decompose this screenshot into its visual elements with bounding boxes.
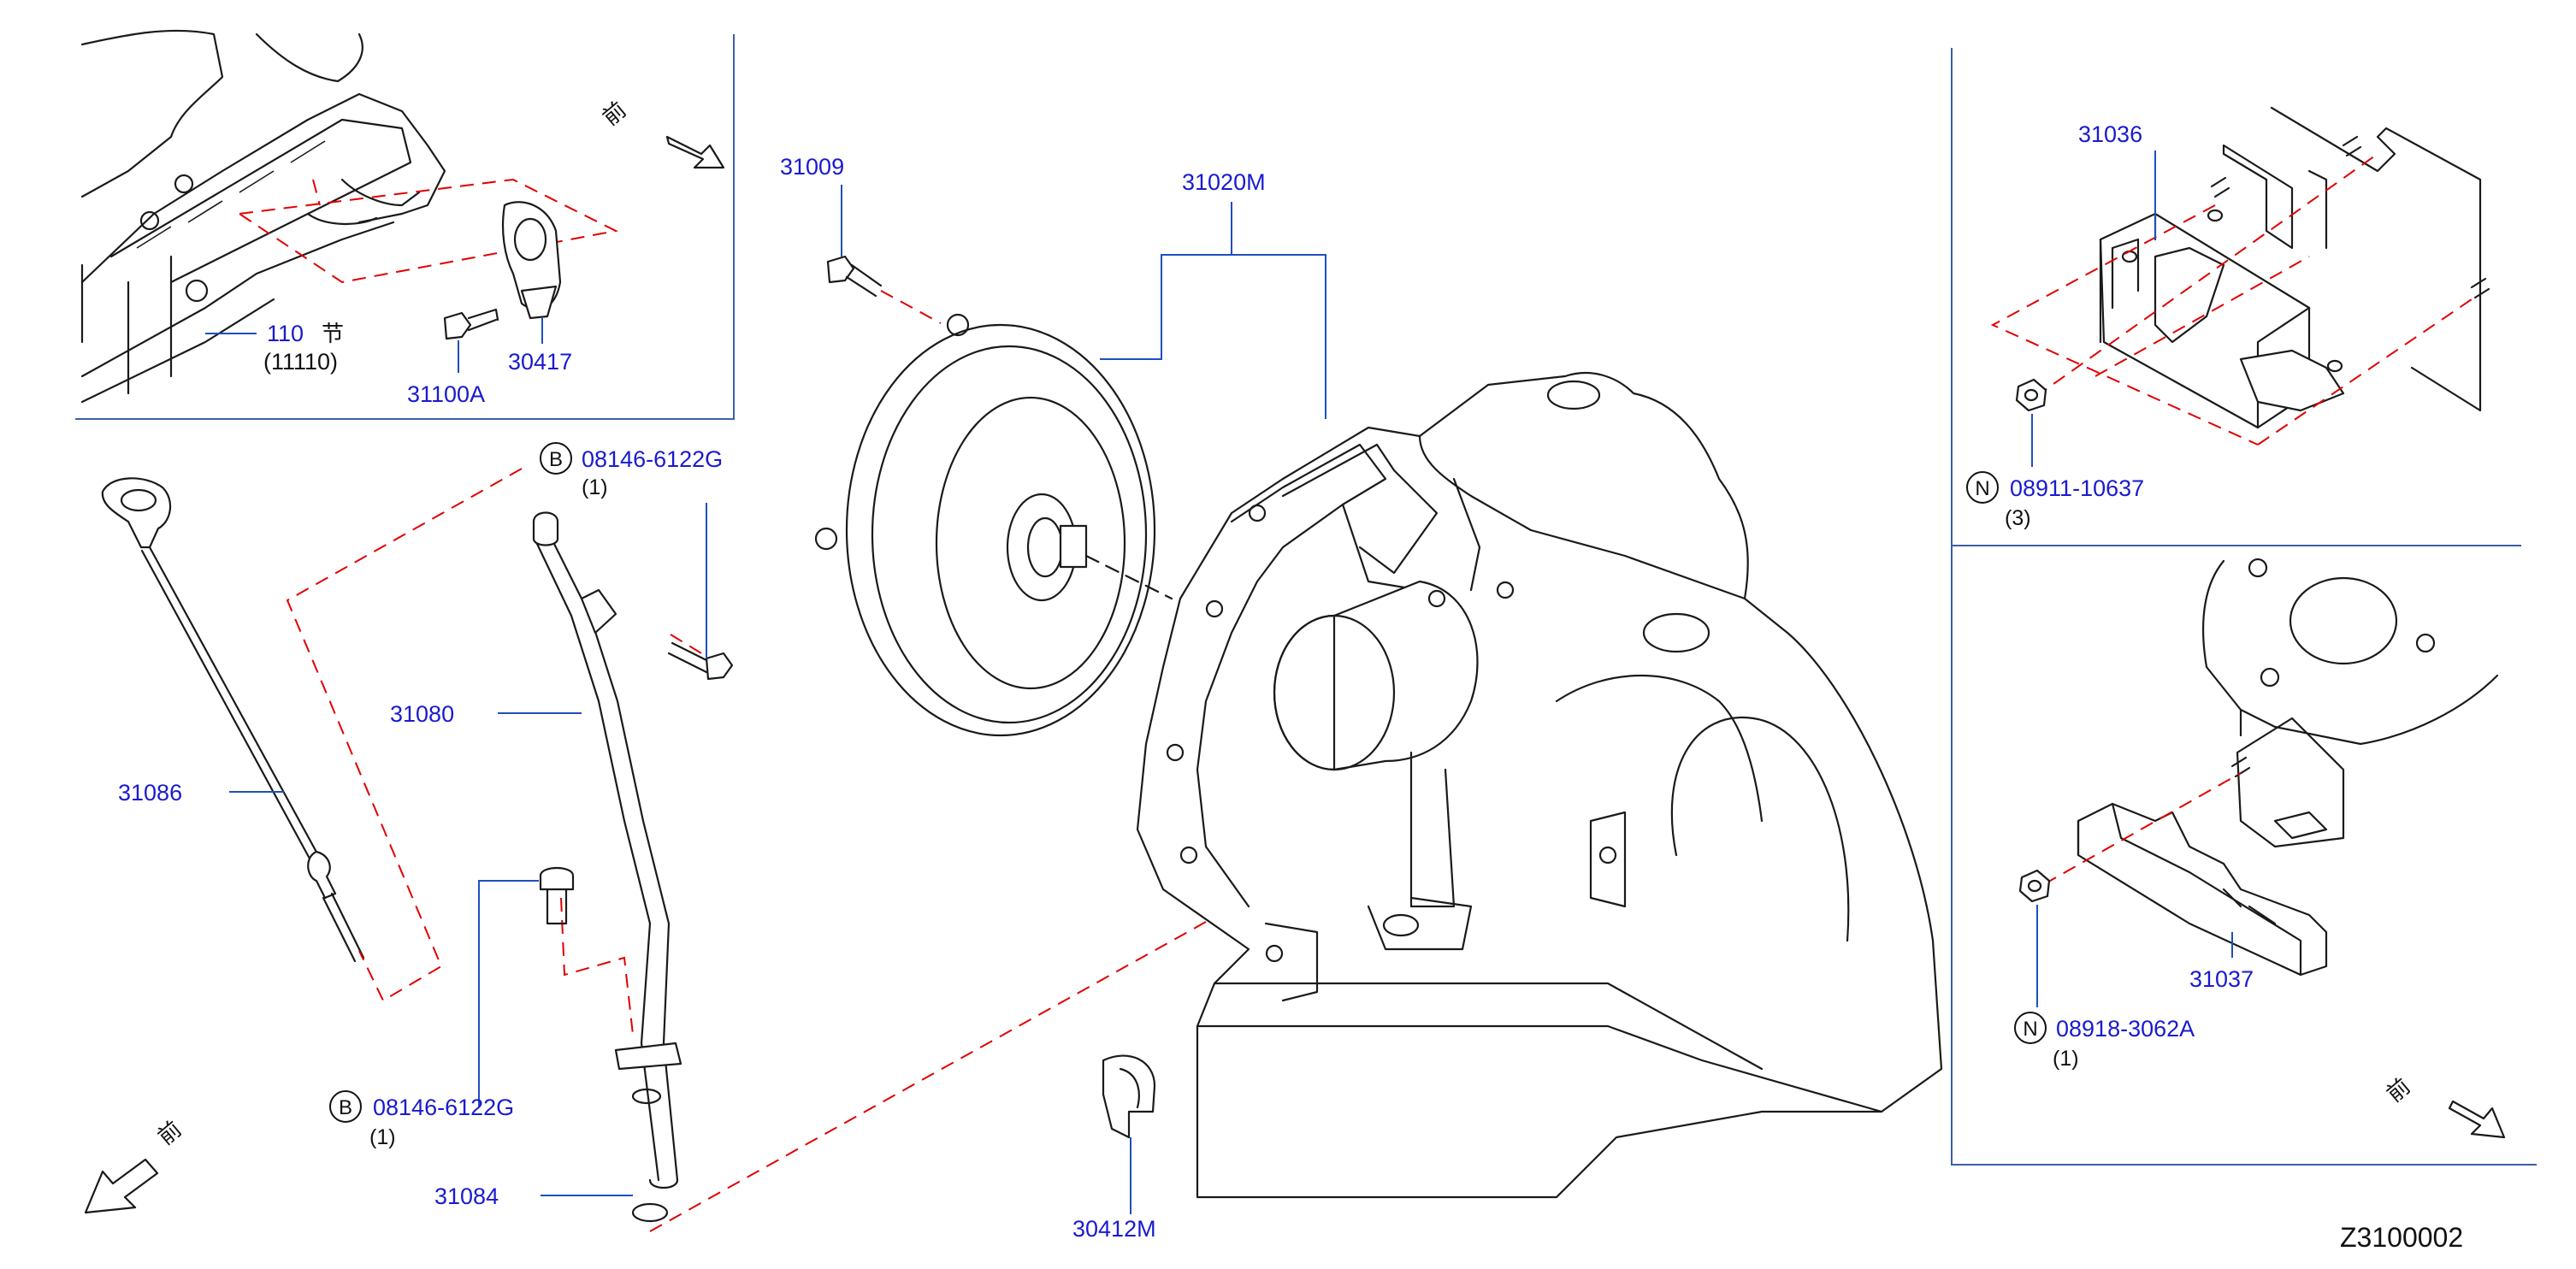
part-31086-label: 31086 xyxy=(118,780,182,806)
converter-axis-guide xyxy=(1084,554,1173,600)
right-bottom-labels: 31037 N 08918-3062A (1) xyxy=(2014,966,2254,1071)
nut-08911-badge: N xyxy=(1975,477,1989,500)
bolt-top-callout: B 08146-6122G (1) xyxy=(540,442,723,499)
top-left-leaders xyxy=(205,318,543,373)
part-31037-label: 31037 xyxy=(2189,966,2254,992)
front-arrow-icon xyxy=(665,135,725,169)
bracket-31037-drawing xyxy=(2077,756,2328,977)
bolt-bottom-callout: B 08146-6122G (1) xyxy=(329,1090,514,1149)
main-leaders xyxy=(229,185,1326,1214)
part-31009-label: 31009 xyxy=(780,154,844,180)
n-badge-icon xyxy=(2014,1012,2047,1044)
right-panel-frame xyxy=(1951,48,2537,1166)
bolt-31100a-drawing xyxy=(443,308,499,340)
right-top-guide-lines xyxy=(1990,153,2473,446)
ref-110-mark: 节 xyxy=(322,322,344,347)
n-badge-icon xyxy=(1966,471,1999,504)
nut-08918-qty: (1) xyxy=(2053,1047,2079,1071)
control-unit-31036-drawing xyxy=(2099,106,2490,429)
bolt-31009-drawing xyxy=(826,255,942,324)
front-mark-label: 前 xyxy=(2382,1074,2415,1108)
front-arrow-bottom-left: 前 xyxy=(84,1117,186,1214)
filler-tube-guide-lines xyxy=(560,634,1403,1232)
top-left-guide-lines xyxy=(239,178,619,284)
figure-code: Z3100002 xyxy=(2340,1222,2463,1253)
transmission-housing-drawing xyxy=(1136,372,1943,1199)
front-arrow-icon xyxy=(2448,1100,2506,1139)
bolt-bottom-badge: B xyxy=(339,1096,352,1119)
part-30412m-label: 30412M xyxy=(1072,1216,1156,1242)
front-mark-label: 前 xyxy=(153,1117,186,1151)
main-labels: 31009 31020M 31086 31080 31084 30412M B … xyxy=(118,154,1266,1242)
dipstick-guide-lines xyxy=(286,468,523,1002)
oil-pan-bracket-drawing xyxy=(501,201,562,320)
clip-30412m-drawing xyxy=(1102,1054,1156,1139)
b-badge-icon xyxy=(540,442,572,475)
b-badge-icon xyxy=(329,1090,362,1123)
right-bottom-guide-lines xyxy=(2043,772,2242,885)
right-bottom-leaders xyxy=(2036,905,2233,1007)
top-left-labels: 110 节 (11110) 31100A 30417 xyxy=(263,321,572,407)
nut-08918-drawing xyxy=(2018,869,2051,903)
top-left-panel-frame xyxy=(75,34,735,420)
filler-tube-31080-drawing xyxy=(532,511,682,1189)
right-top-leaders xyxy=(2031,151,2156,467)
torque-converter-drawing xyxy=(814,313,1156,737)
nut-08918-part-label: 08918-3062A xyxy=(2056,1016,2195,1042)
bolt-top-badge: B xyxy=(549,448,563,471)
bolt-top-part-label: 08146-6122G xyxy=(582,446,723,472)
ref-11110-label: (11110) xyxy=(263,349,338,375)
part-31084-label: 31084 xyxy=(434,1183,499,1209)
part-31080-label: 31080 xyxy=(390,701,454,727)
part-31020m-label: 31020M xyxy=(1182,169,1266,195)
part-31100a-label: 31100A xyxy=(407,381,485,407)
bolt-bottom-drawing xyxy=(539,866,575,925)
nut-08918-badge: N xyxy=(2023,1018,2037,1041)
nut-08911-qty: (3) xyxy=(2005,506,2031,530)
right-top-labels: 31036 N 08911-10637 (3) xyxy=(1966,121,2144,530)
o-ring-31084-drawing xyxy=(631,1202,669,1223)
engine-block-drawing xyxy=(80,29,446,404)
bolt-top-drawing xyxy=(667,641,734,681)
nut-08911-drawing xyxy=(2015,378,2047,412)
front-arrow-right: 前 xyxy=(2382,1074,2506,1139)
front-arrow-top-left: 前 xyxy=(598,97,725,169)
bolt-top-qty: (1) xyxy=(582,475,608,499)
front-mark-label: 前 xyxy=(598,97,631,132)
front-arrow-icon xyxy=(84,1158,159,1214)
bolt-bottom-part-label: 08146-6122G xyxy=(373,1095,514,1120)
mount-plate-drawing xyxy=(2201,558,2499,848)
part-31036-label: 31036 xyxy=(2078,121,2142,147)
dipstick-31086-drawing xyxy=(101,477,365,963)
ref-110-label: 110 xyxy=(267,321,304,346)
nut-08911-part-label: 08911-10637 xyxy=(2010,475,2144,501)
part-30417-label: 30417 xyxy=(508,349,572,375)
bolt-bottom-qty: (1) xyxy=(369,1125,396,1149)
